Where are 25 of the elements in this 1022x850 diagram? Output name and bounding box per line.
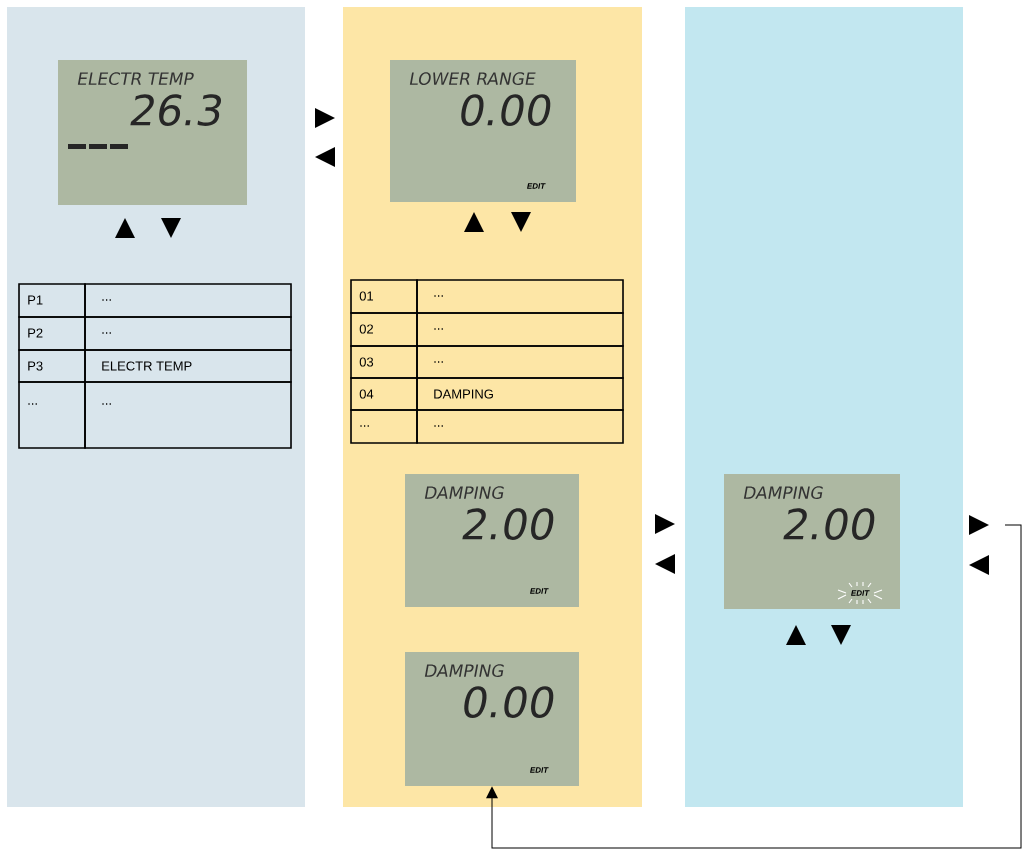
table-cell: 03 bbox=[350, 345, 418, 379]
table-cell: 01 bbox=[350, 279, 418, 314]
table-cell: ... bbox=[84, 381, 292, 449]
lcd-screen: DAMPING 2.00 EDIT bbox=[724, 474, 900, 609]
table-cell: P1 bbox=[18, 283, 86, 318]
lcd-screen: DAMPING 0.00 EDIT bbox=[405, 652, 579, 786]
table-cell: ... bbox=[84, 283, 292, 318]
table-cell: 02 bbox=[350, 312, 418, 347]
lcd-screen: LOWER RANGE 0.00 EDIT bbox=[390, 60, 576, 202]
table-cell: ... bbox=[84, 316, 292, 351]
lcd-screen: ELECTR TEMP 26.3 bbox=[58, 60, 247, 205]
table-cell: ... bbox=[416, 312, 624, 347]
arrow bbox=[486, 524, 1022, 849]
table-cell: DAMPING bbox=[416, 377, 624, 411]
table-cell: 04 bbox=[350, 377, 418, 411]
table-cell: ELECTR TEMP bbox=[84, 349, 292, 383]
table-cell: ... bbox=[416, 345, 624, 379]
table-cell: P2 bbox=[18, 316, 86, 351]
table-cell: ... bbox=[18, 381, 86, 449]
lcd-screen: DAMPING 2.00 EDIT bbox=[405, 474, 579, 607]
table-cell: ... bbox=[416, 279, 624, 314]
table-cell: ... bbox=[416, 409, 624, 444]
table-cell: P3 bbox=[18, 349, 86, 383]
panel-background bbox=[685, 7, 963, 807]
table-cell: ... bbox=[350, 409, 418, 444]
